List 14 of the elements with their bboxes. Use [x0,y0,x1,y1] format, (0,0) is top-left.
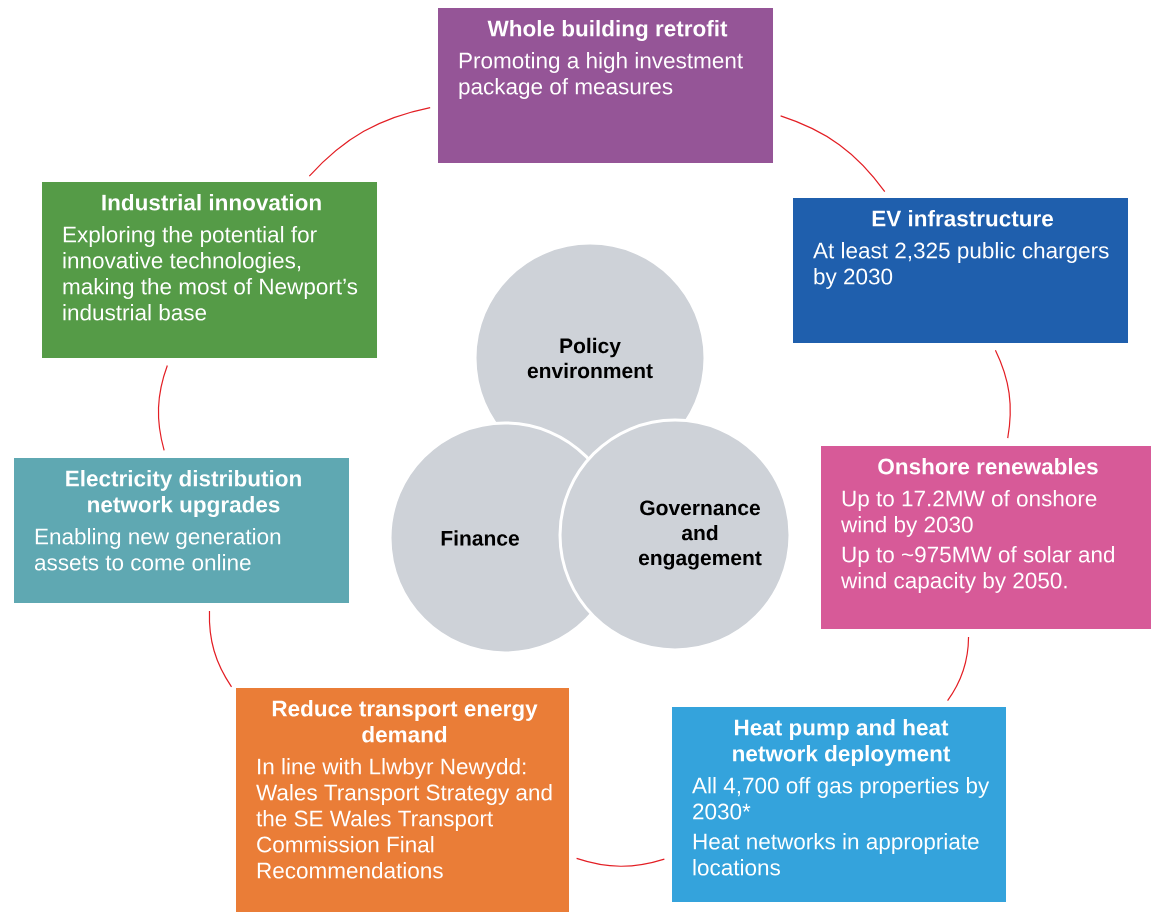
connector-arc [994,349,1011,439]
connector-arc [308,107,431,177]
text-box: Heat pump and heat network deployment All 4,700 off gas properties by 2030* Heat networks in appropriate locations [672,707,1006,902]
connector-arc [947,636,970,702]
connector-arc [157,364,168,451]
text-box: Industrial innovation Exploring the potential for innovative technologies, making the most of Newport’s industrial base [42,182,377,358]
text-box: Onshore renewables Up to 17.2MW of onshore wind by 2030 Up to ~975MW of solar and wind capacity by 2050. [821,446,1151,629]
connector-arc [780,115,886,193]
text-box: Reduce transport energy demand In line with Llwbyr Newydd: Wales Transport Strategy and the SE Wales Transport Commission Final Recommendations [236,688,569,912]
connector-arc [576,857,665,867]
text-box: Whole building retrofit Promoting a high investment package of measures [438,8,773,163]
text-box: EV infrastructure At least 2,325 public chargers by 2030 [793,198,1128,343]
text-box: Electricity distribution network upgrades Enabling new generation assets to come online [14,458,349,603]
connector-arc [208,610,233,688]
